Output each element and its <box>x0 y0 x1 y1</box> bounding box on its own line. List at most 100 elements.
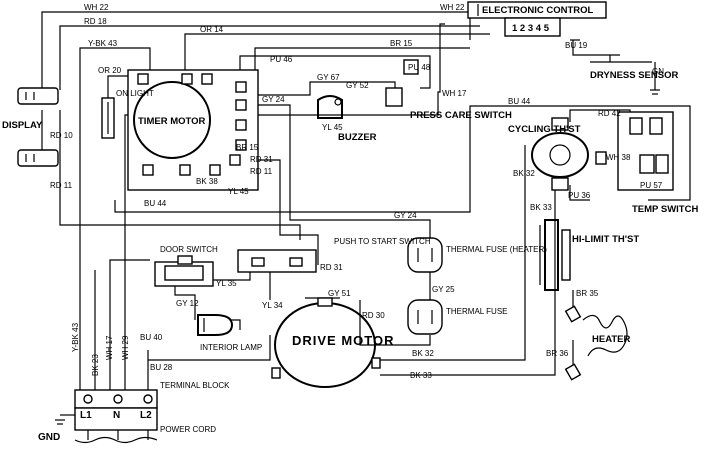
wire-label-bk33-motor: BK 33 <box>410 371 432 380</box>
wire-label-gy52: GY 52 <box>346 81 369 90</box>
terminal-block-symbol <box>55 389 158 444</box>
wire-label-pu48: PU 48 <box>408 63 431 72</box>
temp-switch-box <box>617 111 674 191</box>
cycling-thst-body <box>531 132 589 178</box>
terminal-block-label: TERMINAL BLOCK <box>160 381 230 390</box>
wire-pu36 <box>569 185 590 201</box>
wire-rd11 <box>59 110 301 240</box>
wire-bk33 <box>380 180 556 376</box>
wire-label-wh22-ctrl: WH 22 <box>440 3 465 12</box>
display-connectors <box>17 87 59 167</box>
motor-right-terminal <box>371 357 381 369</box>
heater-terminal-top <box>564 305 582 323</box>
timer-terminal-bu <box>235 139 247 151</box>
temp-switch-contact-1 <box>629 117 643 135</box>
wire-label-wh22-top: WH 22 <box>84 3 109 12</box>
terminal-screw-l2 <box>143 394 153 404</box>
press-care-switch-label: PRESS CARE SWITCH <box>410 110 512 121</box>
press-care-switch-symbol <box>385 59 419 107</box>
timer-terminal-b <box>235 119 247 131</box>
push-to-start-label: PUSH TO START SWITCH <box>334 237 431 246</box>
wire-lamp <box>230 319 241 330</box>
cycling-thermostat <box>531 117 607 191</box>
wire-label-yl35: YL 35 <box>216 279 237 288</box>
wire-bu44 <box>114 105 691 213</box>
timer-terminal-b-lower <box>209 164 221 176</box>
wire-label-pu46: PU 46 <box>270 55 293 64</box>
door-switch-label: DOOR SWITCH <box>160 245 218 254</box>
push-contact-b <box>289 257 303 267</box>
wire-label-pu36: PU 36 <box>568 191 591 200</box>
timer-terminal-bu-lower <box>142 164 154 176</box>
wire-label-bk32-motor: BK 32 <box>412 349 434 358</box>
wire-label-bk23: BK 23 <box>91 354 100 376</box>
wire-label-bk38: BK 38 <box>196 177 218 186</box>
press-care-switch-box <box>385 87 403 107</box>
wire-wh29 <box>109 259 150 390</box>
terminal-block-lower <box>74 407 158 431</box>
buzzer <box>317 95 343 119</box>
wire-label-wh29: WH 29 <box>121 335 130 360</box>
buzzer-label: BUZZER <box>338 132 377 143</box>
timer-assembly <box>101 69 259 191</box>
door-switch-plunger <box>177 255 193 265</box>
terminal-n-label: N <box>113 410 120 421</box>
wire-or14 <box>184 33 490 74</box>
wire-label-or20: OR 20 <box>98 66 122 75</box>
temp-switch-contact-3 <box>639 154 655 174</box>
door-switch-symbol <box>154 255 214 287</box>
wire-label-gy25: GY 25 <box>432 285 455 294</box>
timer-terminal-gy <box>235 81 247 93</box>
wire-ybk43 <box>79 47 151 390</box>
heater-terminal-bottom <box>564 363 582 381</box>
electronic-control-label: ELECTRONIC CONTROL <box>482 5 594 16</box>
wire-label-bu19: BU 19 <box>565 41 588 50</box>
wire-bu28 <box>148 335 271 361</box>
drive-motor-label: DRIVE MOTOR <box>292 333 395 348</box>
wire-br15-top <box>254 47 470 80</box>
wire-label-gy51: GY 51 <box>328 289 351 298</box>
temp-switch-symbol <box>617 111 674 191</box>
wire-rd18 <box>59 25 480 90</box>
wire-label-wh17-top: WH 17 <box>442 89 467 98</box>
thermal-fuse-heater-symbol <box>407 237 443 273</box>
push-contact-a <box>251 257 265 267</box>
cycling-thst-bottom-terminal <box>551 177 569 191</box>
hi-limit-plate <box>561 229 571 281</box>
temp-switch-contact-4 <box>655 154 669 174</box>
heater-label: HEATER <box>592 334 630 345</box>
pu48-connector <box>403 59 419 75</box>
component-labels: ELECTRONIC CONTROL 1 2 3 4 5 DRYNESS SEN… <box>2 5 698 443</box>
wire-label-bk33-right: BK 33 <box>530 203 552 212</box>
temp-switch-label: TEMP SWITCH <box>632 204 698 215</box>
wire-label-rd42: RD 42 <box>598 109 621 118</box>
electronic-control <box>467 1 607 37</box>
timer-motor-label: TIMER MOTOR <box>138 116 206 127</box>
control-terminal-block <box>504 17 561 37</box>
temp-switch-contact-2 <box>649 117 663 135</box>
lamp-bulb <box>197 314 234 336</box>
wire-gy24 <box>255 104 431 240</box>
motor-top-terminal <box>317 297 333 307</box>
wire-label-rd10: RD 10 <box>50 131 73 140</box>
dryness-sensor <box>570 39 660 95</box>
wire-label-bu28: BU 28 <box>150 363 173 372</box>
wire-bu19 <box>572 40 620 56</box>
timer-terminal-r <box>229 154 241 166</box>
cycling-thst-center <box>549 144 571 166</box>
wire-pu46 <box>239 55 431 89</box>
power-cord-wave <box>74 436 158 444</box>
thermal-fuses <box>407 237 443 335</box>
push-to-start-symbol <box>237 249 317 273</box>
timer-terminal-wh <box>235 99 247 111</box>
control-terminals-label: 1 2 3 4 5 <box>512 23 550 34</box>
thermal-fuse-label: THERMAL FUSE <box>446 307 508 316</box>
wire-label-bu44-top: BU 44 <box>508 97 531 106</box>
display-connector-bottom <box>17 149 59 167</box>
wire-label-wh17-bottom: WH 17 <box>105 335 114 360</box>
wire-label-rd31-push: RD 31 <box>320 263 343 272</box>
interior-lamp-label: INTERIOR LAMP <box>200 343 262 352</box>
wire-gy67 <box>255 81 340 96</box>
wire-label-rd11: RD 11 <box>50 181 73 190</box>
wire-label-yl34: YL 34 <box>262 301 283 310</box>
